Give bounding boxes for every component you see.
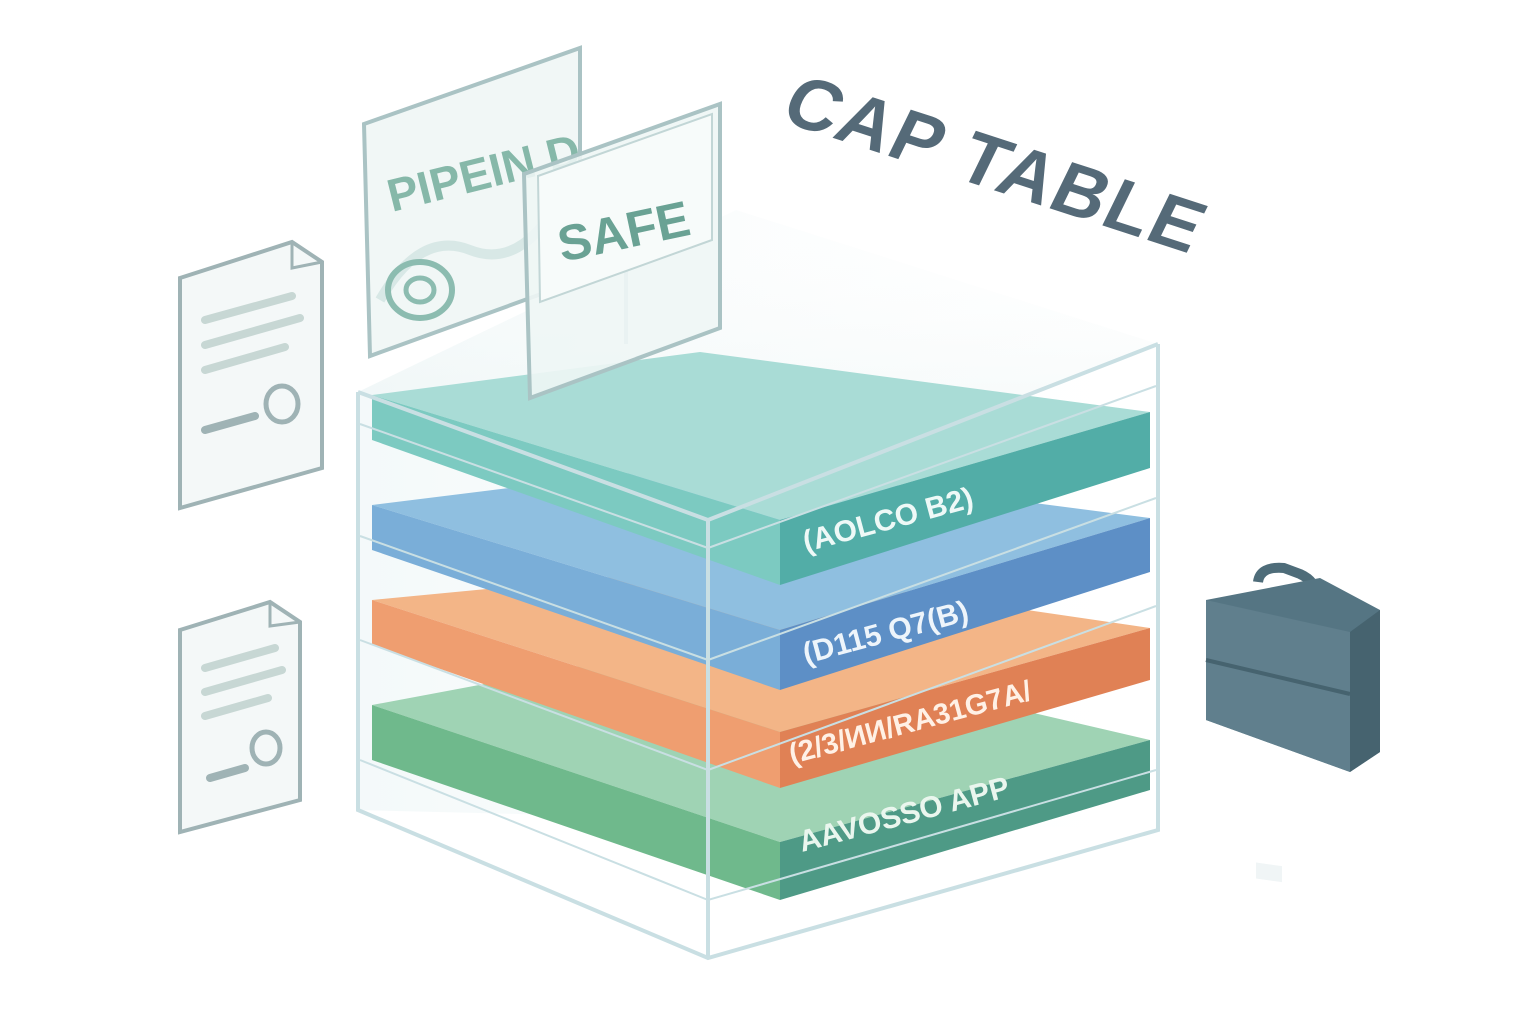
glass-case-edges [356,342,1160,961]
safe-sign: SAFE [521,101,722,401]
cap-table-title: CAP TABLE [771,59,1221,268]
document-icon [178,599,302,835]
title-group: CAP TABLE [771,59,1221,268]
briefcase-icon [1205,562,1380,883]
document-icon [178,239,324,511]
